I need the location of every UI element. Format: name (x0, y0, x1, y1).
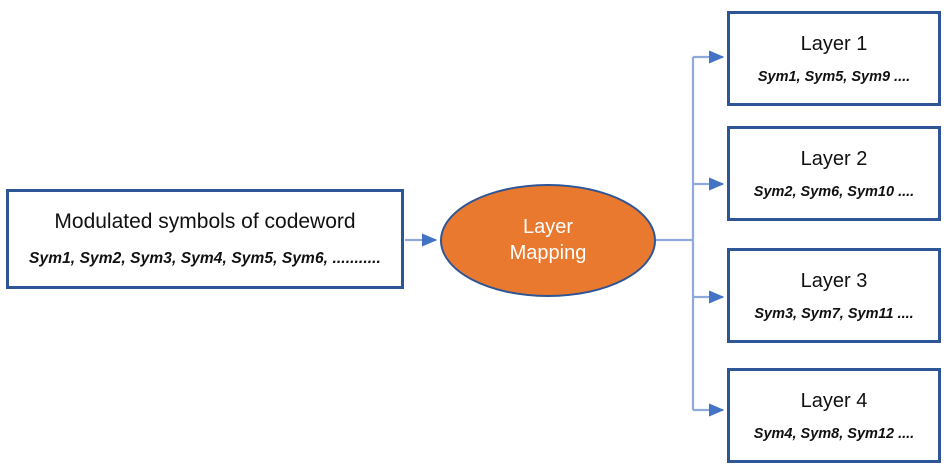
layer-box-1: Layer 1 Sym1, Sym5, Sym9 .... (727, 11, 941, 106)
layer-box-4-symbols: Sym4, Sym8, Sym12 .... (753, 425, 915, 442)
layer-mapping-ellipse: Layer Mapping (440, 184, 656, 297)
layer-box-1-symbols: Sym1, Sym5, Sym9 .... (757, 68, 911, 85)
layer-box-2: Layer 2 Sym2, Sym6, Sym10 .... (727, 126, 941, 221)
source-codeword-box: Modulated symbols of codeword Sym1, Sym2… (6, 189, 404, 289)
source-box-title: Modulated symbols of codeword (54, 210, 356, 233)
layer-box-2-symbols: Sym2, Sym6, Sym10 .... (753, 183, 915, 200)
connector-trunk (656, 57, 695, 410)
source-box-symbols: Sym1, Sym2, Sym3, Sym4, Sym5, Sym6, ....… (29, 250, 381, 267)
layer-box-4: Layer 4 Sym4, Sym8, Sym12 .... (727, 368, 941, 463)
layer-box-3-symbols: Sym3, Sym7, Sym11 .... (754, 305, 914, 322)
layer-box-2-title: Layer 2 (800, 147, 868, 170)
layer-box-3-title: Layer 3 (800, 269, 868, 292)
layer-mapping-label: Layer Mapping (509, 215, 587, 264)
layer-box-3: Layer 3 Sym3, Sym7, Sym11 .... (727, 248, 941, 343)
layer-box-4-title: Layer 4 (800, 389, 868, 412)
layer-box-1-title: Layer 1 (800, 32, 868, 55)
